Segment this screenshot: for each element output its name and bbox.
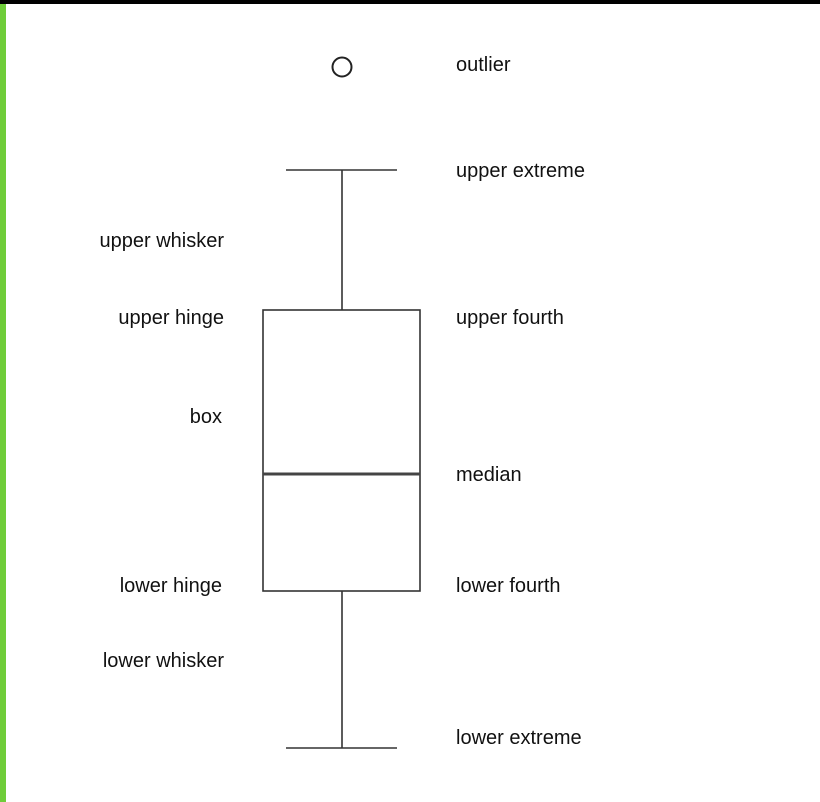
- label-lower-hinge: lower hinge: [120, 575, 222, 597]
- label-upper-fourth: upper fourth: [456, 307, 564, 329]
- box-rect: [262, 309, 421, 592]
- left-accent-bar: [0, 4, 6, 802]
- label-upper-whisker: upper whisker: [99, 230, 224, 252]
- label-outlier: outlier: [456, 54, 511, 76]
- label-median: median: [456, 464, 522, 486]
- label-upper-extreme: upper extreme: [456, 160, 585, 182]
- label-lower-fourth: lower fourth: [456, 575, 561, 597]
- label-upper-hinge: upper hinge: [118, 307, 224, 329]
- label-box: box: [190, 406, 222, 428]
- label-lower-whisker: lower whisker: [103, 650, 224, 672]
- outlier-marker: [331, 56, 353, 78]
- label-lower-extreme: lower extreme: [456, 727, 582, 749]
- top-frame-bar: [0, 0, 820, 4]
